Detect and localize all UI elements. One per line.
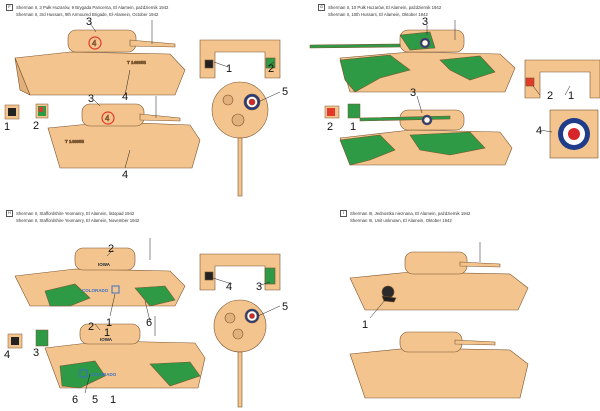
callout-4: 4 (122, 91, 128, 103)
callout-1: 1 (106, 317, 112, 329)
callout-1c: 1 (110, 394, 116, 406)
callout-1: 1 (226, 63, 232, 75)
tank-side-lower: 4 T 146955 (47, 96, 201, 169)
tank-rear-view (199, 39, 281, 79)
panel-tag: H (6, 210, 13, 217)
callout-6: 6 (146, 317, 152, 329)
tank-name-colorado-2: COLORADO (90, 372, 117, 377)
tank-rear-view (524, 59, 600, 99)
tank-side-upper (309, 20, 516, 93)
tank-side-upper (349, 242, 529, 311)
tank-drawings: 4 T 146955 4 T 146955 (4, 16, 288, 197)
caption-line-2: Sherman II, 3rd Hussars, 9th Armoured Br… (16, 11, 159, 17)
callout-2: 2 (547, 90, 553, 102)
svg-text:4: 4 (105, 114, 110, 123)
tank-name-iowa-2: IOWA (100, 337, 113, 342)
callout-2: 2 (108, 243, 114, 255)
caption-line-1: Sherman III, Jednostka nieznana, El Alam… (350, 210, 471, 216)
callout-5: 5 (282, 301, 288, 313)
callout-2b: 2 (88, 321, 94, 333)
tank-drawings: 1 (349, 242, 529, 399)
tank-drawings: IOWA COLORADO IOWA COLORADO (4, 238, 288, 408)
callout-4: 4 (226, 281, 232, 293)
callout-5: 5 (282, 86, 288, 98)
callout-3: 3 (256, 281, 262, 293)
tank-drawings: 3 2 1 3 2 1 4 (309, 16, 600, 166)
tank-side-lower (339, 109, 513, 166)
callout-2b: 2 (327, 121, 333, 133)
tank-side-upper (14, 238, 186, 307)
panel-tag: F (6, 4, 13, 11)
callout-3: 3 (422, 16, 428, 28)
callout-4b: 4 (4, 349, 10, 361)
caption-line-1: Sherman II, 10 Pułk Huzarów, El Alamein,… (328, 4, 442, 10)
tank-name-iowa: IOWA (98, 262, 111, 267)
callout-5b: 5 (92, 394, 98, 406)
callout-1: 1 (568, 90, 574, 102)
callout-4: 4 (536, 125, 542, 137)
svg-text:T 146955: T 146955 (127, 60, 147, 65)
callout-1b: 1 (350, 121, 356, 133)
callout-6b: 6 (72, 394, 78, 406)
callout-3b: 3 (88, 93, 94, 105)
callout-3b: 3 (33, 347, 39, 359)
callout-4b: 4 (122, 169, 128, 181)
callout-1b: 1 (104, 327, 110, 339)
callout-2: 2 (268, 63, 274, 75)
panel-tag: G (318, 4, 325, 11)
caption-line-2: Sherman II, 10th Hussars, El Alamein, Ok… (328, 11, 428, 17)
tank-name-colorado: COLORADO (82, 288, 109, 293)
tank-rear-view (199, 253, 281, 291)
tank-top-view (213, 299, 267, 408)
roundel-decal (549, 109, 599, 159)
tank-top-view (211, 81, 269, 197)
panel-tag: I (340, 210, 347, 217)
callout-1b: 1 (4, 121, 10, 133)
callout-3: 3 (86, 16, 92, 28)
caption-line-1: Sherman II, 3 Pułk Huzarów, 9 Brygada Pa… (16, 4, 169, 10)
caption-line-2: Sherman II, Staffordshire Yeomanry, El A… (16, 217, 140, 223)
caption-line-2: Sherman III, Unit unknown, El Alamein, O… (350, 217, 452, 223)
tank-side-lower (349, 331, 529, 399)
callout-1: 1 (362, 319, 368, 331)
callout-3b: 3 (410, 87, 416, 99)
turret-number: 4 (92, 39, 97, 48)
tank-side-lower (44, 316, 206, 389)
tank-side-upper: 4 T 146955 (14, 20, 186, 96)
callout-2b: 2 (33, 120, 39, 132)
caption-line-1: Sherman II, Staffordshire Yeomanry, El A… (16, 210, 135, 216)
svg-text:T 146955: T 146955 (65, 139, 85, 144)
